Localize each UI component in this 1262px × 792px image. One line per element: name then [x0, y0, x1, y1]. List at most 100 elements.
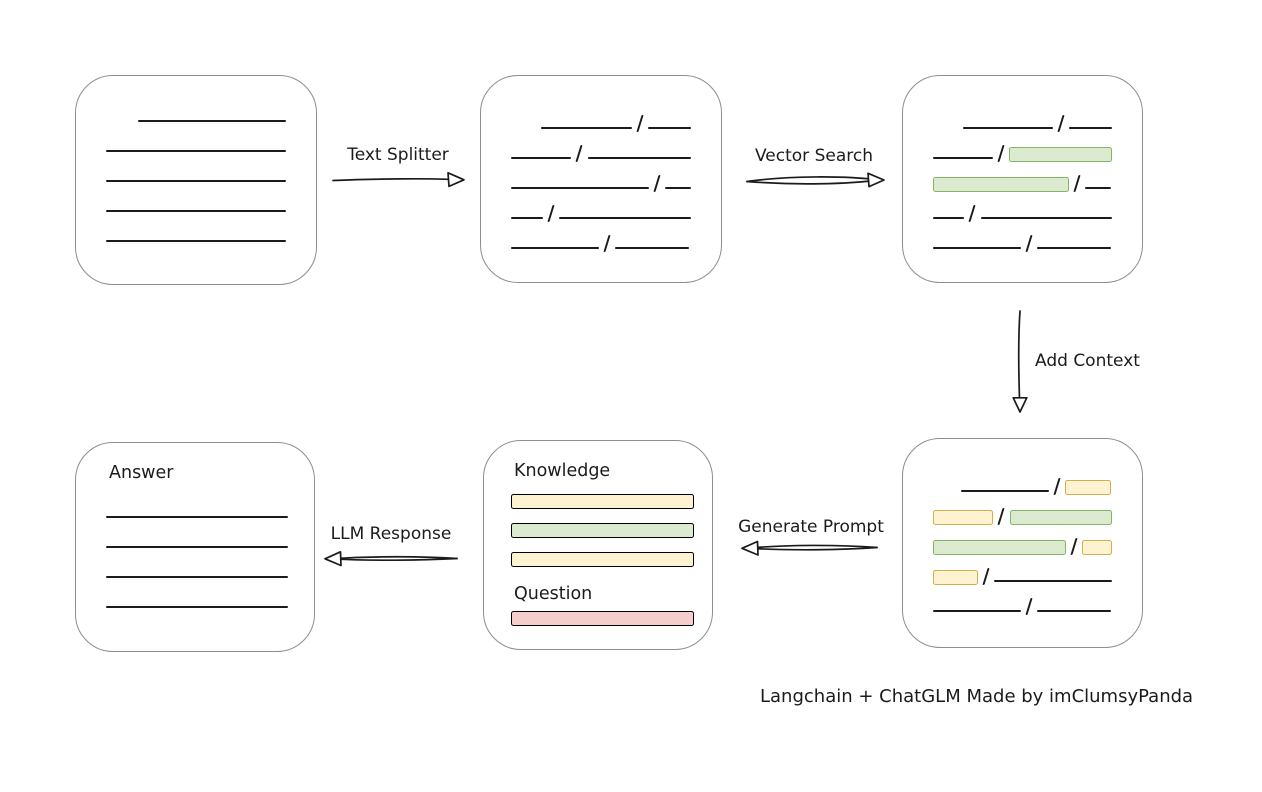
vector-search-arrow-stroke2 — [746, 179, 881, 185]
text-line — [106, 180, 286, 182]
prompt-box: Knowledge Question — [483, 440, 713, 650]
green-chunk — [1009, 510, 1112, 525]
text-line — [933, 247, 1021, 249]
yellow-chunk — [933, 510, 994, 525]
text-line — [647, 127, 691, 129]
chunk-row — [963, 114, 1112, 132]
text-line — [665, 187, 691, 189]
chunk-row — [933, 174, 1112, 192]
answer-lines — [106, 516, 288, 608]
yellow-bar — [511, 494, 694, 509]
yellow-chunk — [1065, 480, 1112, 495]
source-document-lines — [76, 76, 316, 242]
answer-box: Answer — [75, 442, 315, 652]
split-chunks-box — [480, 75, 722, 283]
green-bar — [511, 523, 694, 538]
question-bars — [484, 611, 712, 626]
chunk-row — [933, 144, 1112, 162]
vector-search-arrow — [746, 176, 881, 183]
yellow-chunk — [933, 570, 979, 585]
slash-separator — [1069, 538, 1078, 555]
text-line — [511, 247, 599, 249]
text-line — [1037, 247, 1112, 249]
text-line — [106, 516, 288, 518]
slash-separator — [1053, 478, 1061, 495]
text-line — [511, 187, 650, 189]
llm-response-arrow-stroke2 — [329, 557, 458, 562]
llm-response-label: LLM Response — [330, 524, 452, 544]
matched-chunks-rows — [903, 76, 1142, 252]
add-context-label: Add Context — [1035, 351, 1140, 371]
text-line — [933, 217, 965, 219]
text-line — [106, 210, 286, 212]
text-line — [511, 217, 543, 219]
answer-label: Answer — [109, 463, 174, 483]
slash-separator — [635, 115, 644, 132]
text-line — [615, 247, 690, 249]
generate-prompt-arrowhead — [741, 540, 759, 556]
slash-separator — [653, 175, 661, 192]
slash-separator — [997, 145, 1005, 162]
vector-search-label: Vector Search — [755, 146, 873, 166]
diagram-caption: Langchain + ChatGLM Made by imClumsyPand… — [760, 686, 1194, 707]
text-line — [933, 610, 1021, 612]
text-line — [994, 580, 1112, 582]
text-line — [1069, 127, 1112, 129]
text-line — [106, 606, 288, 608]
chunk-row — [511, 174, 691, 192]
knowledge-bars — [484, 494, 712, 567]
vector-search-arrowhead — [867, 172, 885, 188]
text-splitter-arrow — [332, 177, 459, 182]
text-line — [106, 240, 286, 242]
slash-separator — [603, 235, 611, 252]
add-context-arrowhead — [1012, 396, 1028, 413]
text-line — [106, 576, 288, 578]
slash-separator — [1025, 235, 1033, 252]
slash-separator — [968, 205, 977, 222]
question-label: Question — [514, 584, 593, 604]
green-chunk — [933, 177, 1069, 192]
text-line — [138, 120, 286, 122]
knowledge-label: Knowledge — [514, 461, 611, 481]
text-line — [980, 217, 1112, 219]
text-line — [1085, 187, 1112, 189]
generate-prompt-arrow — [746, 544, 878, 550]
text-splitter-label: Text Splitter — [347, 145, 449, 165]
green-chunk — [933, 540, 1066, 555]
generate-prompt-arrow-stroke2 — [746, 546, 878, 551]
slash-separator — [997, 508, 1006, 525]
chunk-row — [541, 114, 691, 132]
chunk-row — [933, 597, 1112, 615]
text-line — [558, 217, 691, 219]
chunk-row — [933, 567, 1112, 585]
green-chunk — [1008, 147, 1112, 162]
chunk-row — [961, 477, 1112, 495]
llm-response-arrow — [329, 555, 458, 560]
slash-separator — [1057, 115, 1065, 132]
add-context-arrow — [1017, 310, 1021, 408]
generate-prompt-label: Generate Prompt — [738, 517, 884, 537]
text-line — [961, 490, 1049, 492]
text-line — [963, 127, 1053, 129]
chunk-row — [511, 204, 691, 222]
text-line — [933, 157, 993, 159]
text-line — [587, 157, 691, 159]
text-line — [106, 150, 286, 152]
split-chunks-rows — [481, 76, 721, 252]
context-chunks-rows — [903, 439, 1142, 615]
text-splitter-arrowhead — [447, 171, 465, 188]
text-line — [1037, 610, 1112, 612]
chunk-row — [933, 204, 1112, 222]
text-line — [106, 546, 288, 548]
chunk-row — [933, 537, 1112, 555]
slash-separator — [1025, 598, 1033, 615]
llm-response-arrowhead — [324, 550, 342, 567]
text-line — [541, 127, 632, 129]
slash-separator — [575, 145, 584, 162]
chunk-row — [933, 507, 1112, 525]
source-document-box — [75, 75, 317, 285]
yellow-bar — [511, 552, 694, 567]
slash-separator — [546, 205, 555, 222]
text-line — [511, 157, 572, 159]
